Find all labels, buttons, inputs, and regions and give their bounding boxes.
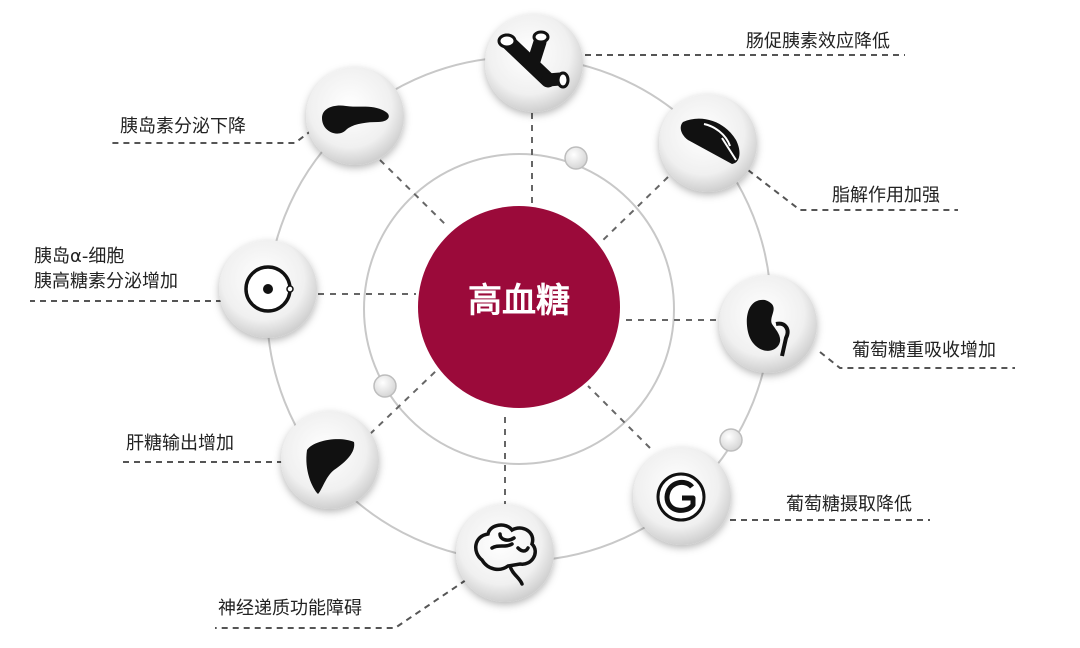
label-fat: 脂解作用加强 xyxy=(832,185,940,206)
inner-ring xyxy=(363,153,675,465)
glucose-g-icon xyxy=(656,472,706,522)
label-alpha-cell-line2: 胰高糖素分泌增加 xyxy=(34,271,178,292)
node-alpha-cell xyxy=(219,240,317,338)
label-liver: 肝糖输出增加 xyxy=(126,433,234,454)
ring-dot xyxy=(719,428,743,452)
spoke-pancreas xyxy=(379,159,448,227)
center-circle xyxy=(418,206,620,408)
leader-kidney xyxy=(819,351,1015,369)
label-pancreas: 胰岛素分泌下降 xyxy=(120,116,246,137)
node-muscle xyxy=(633,447,731,545)
label-intestine: 肠促胰素效应降低 xyxy=(746,31,890,52)
label-brain: 神经递质功能障碍 xyxy=(218,598,362,619)
pancreas-icon xyxy=(322,105,389,134)
spoke-liver xyxy=(369,369,438,435)
node-intestine xyxy=(485,14,583,112)
node-kidney xyxy=(719,275,817,373)
node-liver xyxy=(281,411,379,509)
ring-dot xyxy=(373,374,397,398)
kidney-icon xyxy=(746,299,790,357)
node-brain xyxy=(456,504,554,602)
intestine-icon xyxy=(497,30,570,89)
ring-dot xyxy=(564,146,588,170)
leader-fat xyxy=(747,169,958,211)
liver-icon xyxy=(306,439,355,494)
label-alpha-cell-line1: 胰岛α-细胞 xyxy=(34,246,125,267)
fat-tissue-icon xyxy=(680,118,740,164)
node-pancreas xyxy=(306,67,404,165)
brain-icon xyxy=(474,523,537,586)
leader-pancreas xyxy=(110,129,313,144)
center-label: 高血糖 xyxy=(468,281,570,321)
label-kidney: 葡萄糖重吸收增加 xyxy=(852,340,996,361)
spoke-fat xyxy=(599,176,669,244)
node-fat xyxy=(659,94,757,192)
spoke-muscle xyxy=(587,385,651,449)
alpha-cell-icon xyxy=(244,265,294,313)
label-muscle: 葡萄糖摄取降低 xyxy=(786,494,912,515)
